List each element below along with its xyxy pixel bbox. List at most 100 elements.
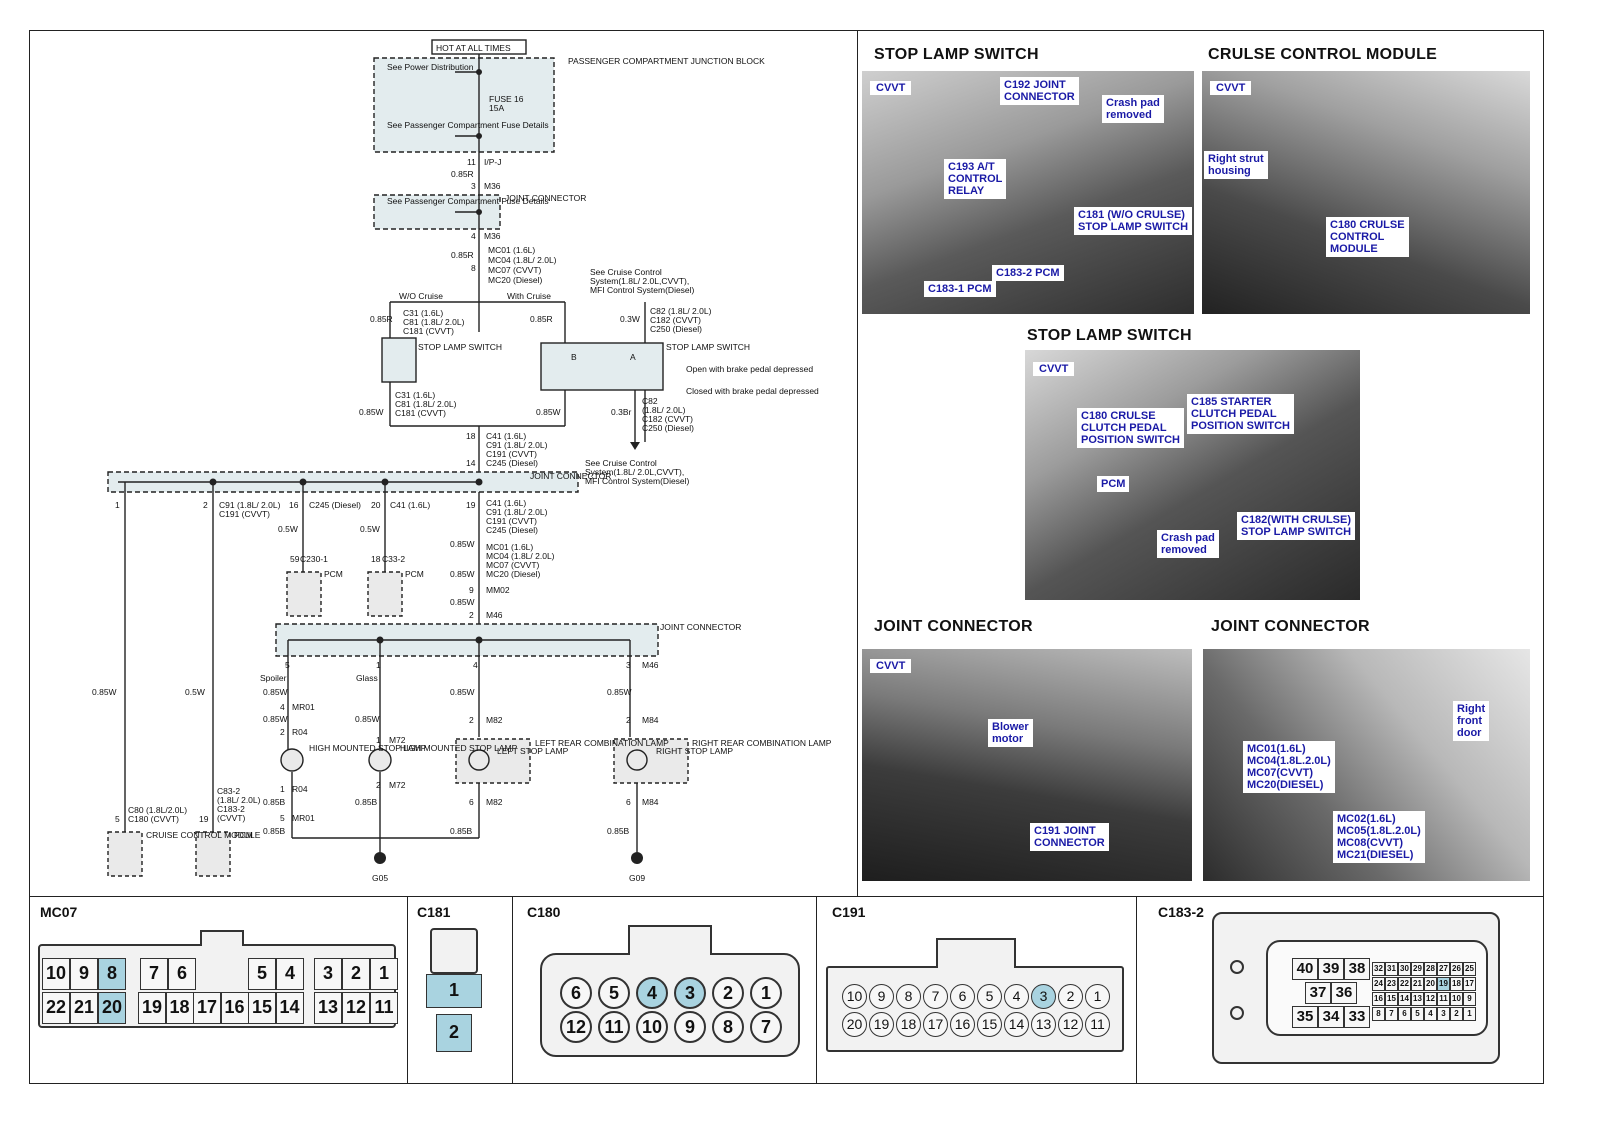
c183-pin-9: 9 [1463, 992, 1476, 1006]
c80-label: C80 (1.8L/2.0L) [128, 805, 187, 815]
strip-div-1 [407, 896, 408, 1084]
c191-pin-1: 1 [1085, 984, 1110, 1009]
c180-pin-5: 5 [598, 977, 630, 1009]
c191-pin-20: 20 [842, 1012, 867, 1037]
tag-c182: C182(WITH CRULSE) STOP LAMP SWITCH [1237, 512, 1356, 540]
wire-085r-3: 0.85R [370, 314, 393, 324]
m72-bottom: M72 [389, 780, 406, 790]
glass-label: Glass [356, 673, 378, 683]
c191-pin-15: 15 [977, 1012, 1002, 1037]
see-cruise-1: See Cruise Control [590, 267, 662, 277]
mc07-pin-9: 9 [70, 958, 98, 990]
tag-right-door: Right front door [1453, 701, 1490, 741]
c181-b: C181 (CVVT) [395, 408, 446, 418]
c180-pin-10: 10 [636, 1011, 668, 1043]
c31-a: C31 (1.6L) [403, 308, 443, 318]
c183-pin-38: 38 [1344, 958, 1370, 980]
photo-4-title: JOINT CONNECTOR [874, 618, 1033, 635]
c91-b: C91 (1.8L/ 2.0L) [486, 507, 548, 517]
c181-pin-2: 2 [436, 1014, 472, 1052]
pin-18: 18 [466, 431, 476, 441]
pin-5-b: 5 [280, 813, 285, 823]
tag-c181: C181 (W/O CRULSE) STOP LAMP SWITCH [1074, 207, 1193, 235]
pin-4-c: 4 [280, 702, 285, 712]
wire-085w-10: 0.85W [263, 714, 288, 724]
c180-pin-4: 4 [636, 977, 668, 1009]
tag-crash-pad-2: Crash pad removed [1157, 530, 1219, 558]
pin-8: 8 [471, 263, 476, 273]
c83-b-label: (1.8L/ 2.0L) [217, 795, 261, 805]
pin-6-b: 6 [626, 797, 631, 807]
left-rear-lamp-box [455, 738, 531, 784]
note-a: Open with brake pedal depressed [686, 364, 813, 374]
see-cruise-4: See Cruise Control [585, 458, 657, 468]
pin-1-c: 1 [376, 735, 381, 745]
pin-2-a: 2 [203, 500, 208, 510]
m36-top: M36 [484, 181, 501, 191]
high-mount-lamp-glass [368, 748, 392, 772]
pin-2-b: 2 [469, 610, 474, 620]
wire-085w-1: 0.85W [359, 407, 384, 417]
pin-9: 9 [469, 585, 474, 595]
c91-c: C91 (1.8L/ 2.0L) [219, 500, 281, 510]
cvvt-tag-4: CVVT [870, 659, 912, 673]
mc07-pin-22: 22 [42, 992, 70, 1024]
mc07-pin-10: 10 [42, 958, 70, 990]
c183-label: C183-2 [217, 804, 245, 814]
wire-085b-5: 0.85B [607, 826, 630, 836]
tag-c185: C185 STARTER CLUTCH PEDAL POSITION SWITC… [1187, 394, 1294, 434]
c183-pin-11: 11 [1437, 992, 1450, 1006]
c183-pin-39: 39 [1318, 958, 1344, 980]
pin-5-c: 5 [115, 814, 120, 824]
c180-title: C180 [527, 904, 561, 920]
c180-pin-8: 8 [712, 1011, 744, 1043]
mc07-title: MC07 [40, 904, 78, 920]
mc07-pin-16: 16 [220, 992, 249, 1024]
c31-b: C31 (1.6L) [395, 390, 435, 400]
mc07-pin-3: 3 [314, 958, 342, 990]
m82-top: M82 [486, 715, 503, 725]
cvvt-tag-1: CVVT [870, 81, 912, 95]
c183-pin-22: 22 [1398, 977, 1411, 991]
c183-pin-26: 26 [1450, 962, 1463, 976]
photo-joint-connector-2: Right front door MC01(1.6L) MC04(1.8L.2.… [1203, 649, 1530, 881]
tag-pcm: PCM [1097, 476, 1130, 492]
mc07-pin-14: 14 [275, 992, 304, 1024]
wire-085w-2: 0.85W [536, 407, 561, 417]
mc07-pin-2: 2 [342, 958, 370, 990]
c191-pin-4: 4 [1004, 984, 1029, 1009]
c183-pin-7: 7 [1385, 1007, 1398, 1021]
stop-lamp-switch-with-cruise [540, 342, 664, 391]
left-stop-label: LEFT STOP LAMP [497, 746, 569, 756]
c191-pin-17: 17 [923, 1012, 948, 1037]
connector-strip-divider [29, 896, 1544, 897]
c182-a: C182 (CVVT) [650, 315, 701, 325]
c183-pin-20: 20 [1424, 977, 1437, 991]
c183-mount-hole-left-2 [1230, 1006, 1244, 1020]
pin-14: 14 [466, 458, 476, 468]
c183-pin-3: 3 [1437, 1007, 1450, 1021]
tag-blower: Blower motor [988, 719, 1033, 747]
schematic-divider [857, 30, 858, 897]
right-stop-label: RIGHT STOP LAMP [656, 746, 733, 756]
cvvt-tag-2: CVVT [1210, 81, 1252, 95]
pcm-box-2 [367, 571, 403, 617]
pcm-label-3: PCM [234, 830, 253, 840]
pin-4-b: 4 [473, 660, 478, 670]
mr01-top: MR01 [292, 702, 315, 712]
tag-right-strut: Right strut housing [1204, 151, 1268, 179]
diagram-frame [29, 30, 1544, 1084]
high-mounted-label-1: HIGH MOUNTED STOP LAMP [309, 743, 427, 753]
see-power-distribution: See Power Distribution [387, 62, 474, 72]
c180-pin-9: 9 [674, 1011, 706, 1043]
pin-4: 4 [471, 231, 476, 241]
c91-a: C91 (1.8L/ 2.0L) [486, 440, 548, 450]
c245-b: C245 (Diesel) [486, 525, 538, 535]
mc07-pin-19: 19 [138, 992, 166, 1024]
r04-top: R04 [292, 727, 308, 737]
joint-connector-label-2: JOINT CONNECTOR [530, 471, 611, 481]
c82-b2: (1.8L/ 2.0L) [642, 405, 686, 415]
tag-c183-1: C183-1 PCM [924, 281, 996, 297]
